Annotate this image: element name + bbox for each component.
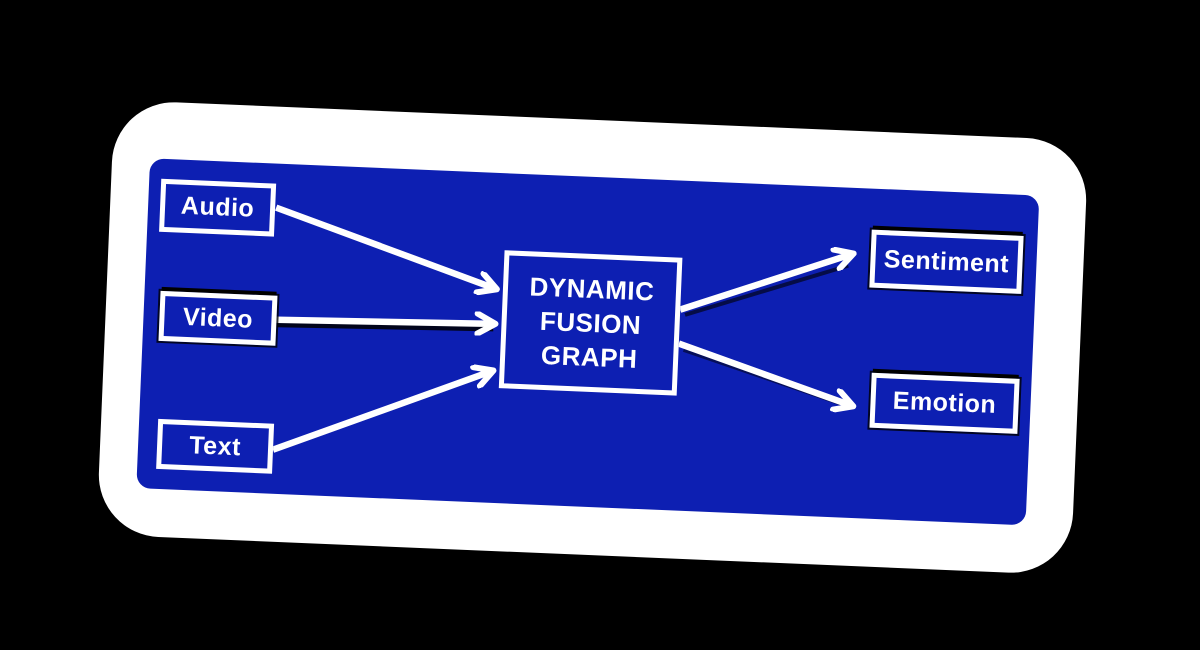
input-node-video-label: Video [182, 302, 254, 334]
edge-center-sentiment [679, 247, 852, 313]
output-node-sentiment-label: Sentiment [883, 244, 1010, 278]
edge-video-center-shadow [276, 322, 494, 332]
output-node-emotion-label: Emotion [892, 386, 997, 419]
blue-diagram-panel: Audio Video Text DYNAMIC FUSION GRAPH Se… [136, 158, 1040, 526]
edge-center-emotion [677, 340, 855, 406]
output-node-emotion: Emotion [869, 372, 1020, 434]
input-node-text: Text [156, 418, 275, 474]
input-node-video: Video [158, 290, 278, 346]
output-node-sentiment: Sentiment [869, 229, 1024, 294]
edge-text-center [271, 362, 492, 453]
edge-video-center [276, 315, 494, 329]
center-node-line-1: DYNAMIC [529, 271, 656, 307]
center-node-dynamic-fusion-graph: DYNAMIC FUSION GRAPH [498, 250, 683, 396]
edge-audio-center [275, 204, 499, 289]
input-node-text-label: Text [188, 430, 242, 461]
input-node-audio: Audio [159, 178, 277, 237]
center-node-line-3: GRAPH [540, 339, 638, 374]
edge-center-sentiment-shadow [684, 263, 849, 317]
arrow-layer [271, 204, 1039, 453]
input-node-audio-label: Audio [180, 191, 255, 223]
center-node-line-2: FUSION [539, 305, 642, 341]
tilted-white-card: Audio Video Text DYNAMIC FUSION GRAPH Se… [96, 99, 1089, 576]
